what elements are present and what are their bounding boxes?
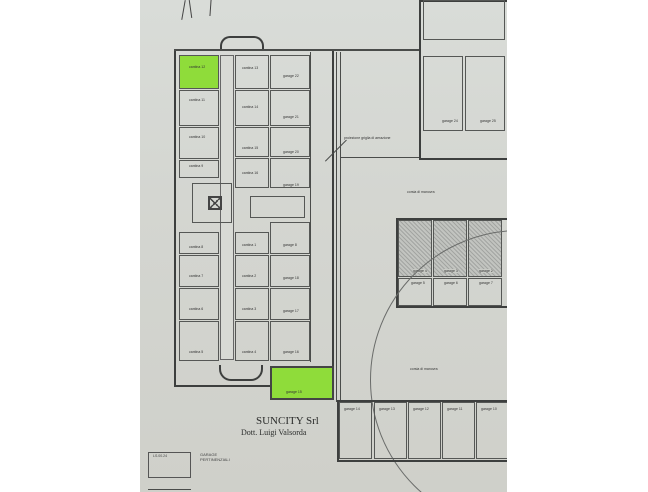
- room-label: garage 11: [447, 407, 463, 411]
- garage-block-bottom: [337, 400, 507, 462]
- cantina-room: cantina 15: [235, 127, 269, 157]
- cantina-room: cantina 5: [179, 321, 219, 361]
- garage-room: garage 12: [408, 402, 441, 459]
- room-label: cantina 4: [242, 350, 257, 354]
- garage-room: garage 22: [270, 55, 310, 89]
- cantina-room: cantina 4: [235, 321, 269, 361]
- room-label: cantina 8: [189, 245, 204, 249]
- room-label: cantina 9: [189, 164, 204, 168]
- garage-room: garage 16: [270, 321, 310, 361]
- cantina-room: cantina 6: [179, 288, 219, 320]
- bay-window-bottom: [219, 365, 263, 381]
- room-label: garage 12: [413, 407, 429, 411]
- storage-row: [423, 0, 505, 40]
- cantina-room: cantina 1: [235, 232, 269, 254]
- room-label: cantina 2: [242, 274, 257, 278]
- legend-line: [148, 489, 191, 490]
- cantina-room: cantina 16: [235, 158, 269, 188]
- room-label: cantina 13: [242, 66, 259, 70]
- room-label: garage 17: [283, 309, 299, 313]
- room-label: garage 22: [283, 74, 299, 78]
- room-label: cantina 6: [189, 307, 204, 311]
- room-label: garage 14: [344, 407, 360, 411]
- room-label: cantina 15: [242, 146, 259, 150]
- room-label: garage 13: [379, 407, 395, 411]
- pen-scribble: [181, 0, 186, 20]
- pen-scribble: [188, 0, 193, 18]
- room-label: garage 20: [283, 150, 299, 154]
- garage-room: garage 20: [270, 127, 310, 157]
- room-label: garage 19: [283, 183, 299, 187]
- room-label: cantina 11: [189, 98, 205, 102]
- garage-block-top-right: [419, 0, 507, 160]
- room-label: cantina 7: [189, 274, 204, 278]
- wall-line: [174, 49, 419, 51]
- room-label: garage 21: [283, 115, 299, 119]
- cantina-room: cantina 13: [235, 55, 269, 89]
- garage-room-highlighted: garage 15: [270, 366, 334, 400]
- room-label: garage 18: [283, 276, 299, 280]
- cantina-room-highlighted: cantina 12: [179, 55, 219, 89]
- room-label: garage 8: [283, 243, 297, 247]
- cantina-room: cantina 10: [179, 127, 219, 159]
- passage-room: [250, 196, 305, 218]
- garage-room: garage 17: [270, 288, 310, 320]
- room-label: cantina 3: [242, 307, 257, 311]
- legend-text: GARAGE PERTINENZIALI: [200, 452, 230, 462]
- garage-room: garage 13: [374, 402, 407, 459]
- garage-room: garage 25: [465, 56, 505, 131]
- elevator-shaft: [208, 196, 222, 210]
- pen-scribble: [209, 0, 212, 17]
- room-label: cantina 16: [242, 171, 259, 175]
- passage-label: proiezione griglia di aerazione: [344, 136, 391, 140]
- room-label: cantina 1: [242, 243, 257, 247]
- garage-room: garage 24: [423, 56, 463, 131]
- room-label: garage 10: [481, 407, 497, 411]
- bay-window-top: [220, 36, 264, 51]
- corridor-label: corsia di manovra: [407, 190, 435, 194]
- legend-code: LS.00.24: [153, 454, 168, 458]
- stairwell: [192, 183, 232, 223]
- wall-line: [310, 52, 311, 362]
- garage-room: garage 8: [270, 222, 310, 254]
- room-label: garage 25: [480, 119, 496, 123]
- dimension-line: [340, 157, 420, 158]
- garage-room: garage 21: [270, 90, 310, 126]
- room-label: cantina 12: [189, 65, 206, 69]
- garage-room: garage 18: [270, 255, 310, 287]
- garage-room: garage 10: [476, 402, 507, 459]
- cantina-room: cantina 7: [179, 255, 219, 287]
- company-name: SUNCITY Srl: [256, 415, 319, 427]
- wall-line: [340, 52, 341, 402]
- cantina-room: cantina 2: [235, 255, 269, 287]
- garage-room: garage 19: [270, 158, 310, 188]
- cantina-room: cantina 11: [179, 90, 219, 126]
- garage-room: garage 11: [442, 402, 475, 459]
- room-label: cantina 14: [242, 105, 259, 109]
- room-label: garage 15: [286, 390, 302, 394]
- room-label: garage 24: [442, 119, 458, 123]
- legend-swatch: LS.00.24: [148, 452, 191, 478]
- cantina-room: cantina 14: [235, 90, 269, 126]
- room-label: cantina 5: [189, 350, 204, 354]
- floor-plan-photo: cantina 12 cantina 11 cantina 10 cantina…: [140, 0, 507, 492]
- room-label: cantina 10: [189, 135, 206, 139]
- cantina-room: cantina 9: [179, 160, 219, 178]
- cantina-room: cantina 8: [179, 232, 219, 254]
- cantina-room: cantina 3: [235, 288, 269, 320]
- wall-line: [336, 52, 337, 402]
- garage-room: garage 14: [339, 402, 372, 459]
- person-name: Dott. Luigi Valsorda: [241, 428, 307, 437]
- room-label: garage 16: [283, 350, 299, 354]
